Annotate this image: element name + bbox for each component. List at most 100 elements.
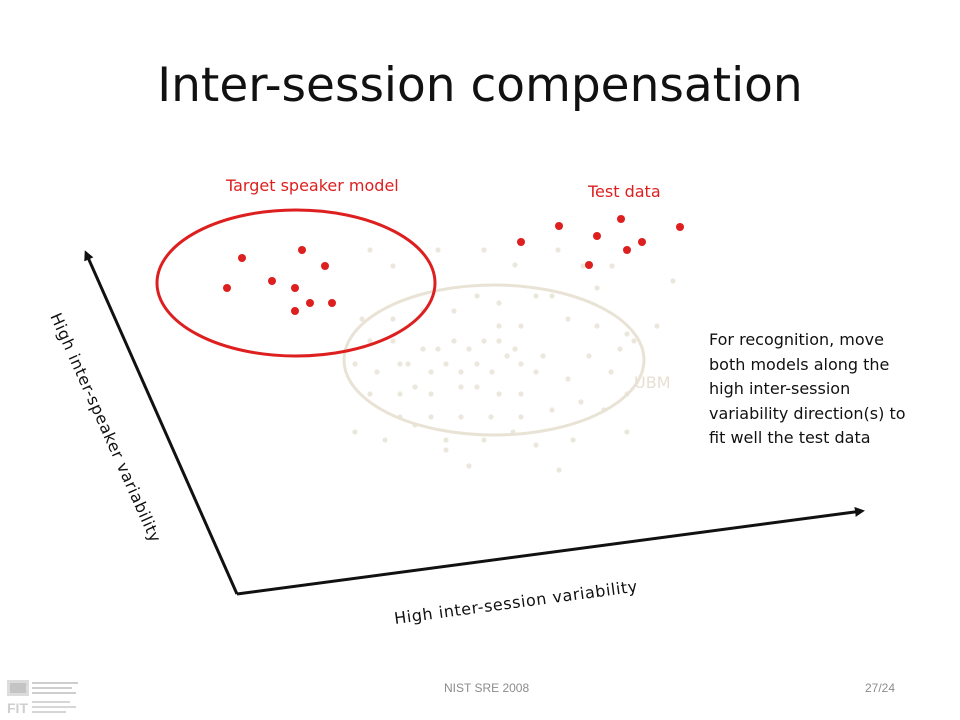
test-point (593, 232, 601, 240)
ubm-point (420, 346, 426, 352)
ubm-point (352, 361, 358, 367)
target-point (268, 277, 276, 285)
ubm-point (474, 293, 480, 299)
ubm-point (451, 308, 457, 314)
ubm-point (549, 407, 555, 413)
ubm-point (533, 442, 539, 448)
ubm-point (481, 437, 487, 443)
university-logo: FIT (7, 680, 78, 716)
test-point (517, 238, 525, 246)
target-point (223, 284, 231, 292)
ubm-point (654, 323, 660, 329)
page-number: 27/24 (865, 681, 896, 695)
ubm-point (458, 369, 464, 375)
ubm-point (504, 353, 510, 359)
ubm-point (474, 361, 480, 367)
ubm-point (466, 463, 472, 469)
ubm-point (518, 323, 524, 329)
ubm-point (405, 361, 411, 367)
ubm-label: UBM (634, 373, 671, 392)
test-data-points (517, 215, 684, 269)
ubm-point (397, 391, 403, 397)
note-line: For recognition, move (709, 330, 884, 349)
test-point (676, 223, 684, 231)
ubm-point (367, 391, 373, 397)
target-point (306, 299, 314, 307)
ubm-point (555, 247, 561, 253)
ubm-point (466, 346, 472, 352)
ubm-point (586, 353, 592, 359)
ubm-point (374, 369, 380, 375)
ubm-point (397, 361, 403, 367)
target-point (291, 284, 299, 292)
ubm-point (474, 384, 480, 390)
ubm-point (489, 369, 495, 375)
test-point (555, 222, 563, 230)
ubm-point (443, 447, 449, 453)
ubm-point (382, 437, 388, 443)
ubm-point (443, 361, 449, 367)
ubm-point (631, 338, 637, 344)
target-label: Target speaker model (225, 176, 399, 195)
ubm-point (518, 361, 524, 367)
target-data-points (223, 246, 336, 315)
ubm-point (390, 263, 396, 269)
ubm-point (412, 384, 418, 390)
ubm-point (624, 331, 630, 337)
ubm-point (512, 346, 518, 352)
ubm-point (496, 338, 502, 344)
ubm-point (549, 293, 555, 299)
ubm-point (670, 278, 676, 284)
ubm-point (428, 414, 434, 420)
ubm-point (435, 346, 441, 352)
ubm-point (428, 391, 434, 397)
ubm-point (624, 429, 630, 435)
note-line: variability direction(s) to (709, 403, 906, 423)
ubm-point (458, 414, 464, 420)
ubm-point (390, 316, 396, 322)
ubm-point (512, 262, 518, 268)
ubm-point (565, 376, 571, 382)
ubm-point (594, 323, 600, 329)
inter-session-axis-label: High inter-session variability (393, 577, 639, 628)
note-line: fit well the test data (709, 428, 871, 447)
ubm-point (443, 437, 449, 443)
inter-speaker-axis-label: High inter-speaker variability (46, 310, 165, 546)
recognition-note: For recognition, move both models along … (709, 328, 959, 451)
target-point (298, 246, 306, 254)
ubm-point (428, 369, 434, 375)
note-line: both models along the (709, 354, 890, 374)
target-point (238, 254, 246, 262)
inter-speaker-axis (84, 250, 239, 595)
ubm-point (580, 263, 586, 269)
test-label: Test data (587, 182, 661, 201)
ubm-point (533, 369, 539, 375)
test-point (638, 238, 646, 246)
test-point (617, 215, 625, 223)
logo-mark: FIT (7, 700, 28, 716)
note-line: high inter-session (709, 379, 851, 398)
ubm-point (518, 391, 524, 397)
target-point (321, 262, 329, 270)
ubm-point (367, 247, 373, 253)
ubm-point (496, 323, 502, 329)
ubm-point (617, 346, 623, 352)
ubm-point (540, 353, 546, 359)
inter-session-axis (236, 506, 865, 596)
ubm-point (496, 300, 502, 306)
ubm-point (435, 247, 441, 253)
ubm-point (352, 429, 358, 435)
ubm-ellipse (342, 283, 646, 437)
ubm-point (556, 467, 562, 473)
ubm-point (481, 338, 487, 344)
ubm-point (488, 414, 494, 420)
test-point (623, 246, 631, 254)
ubm-point (533, 293, 539, 299)
ubm-point (481, 247, 487, 253)
ubm-point (367, 338, 373, 344)
ubm-point (609, 263, 615, 269)
ubm-point (608, 369, 614, 375)
ubm-point (594, 285, 600, 291)
target-point (328, 299, 336, 307)
